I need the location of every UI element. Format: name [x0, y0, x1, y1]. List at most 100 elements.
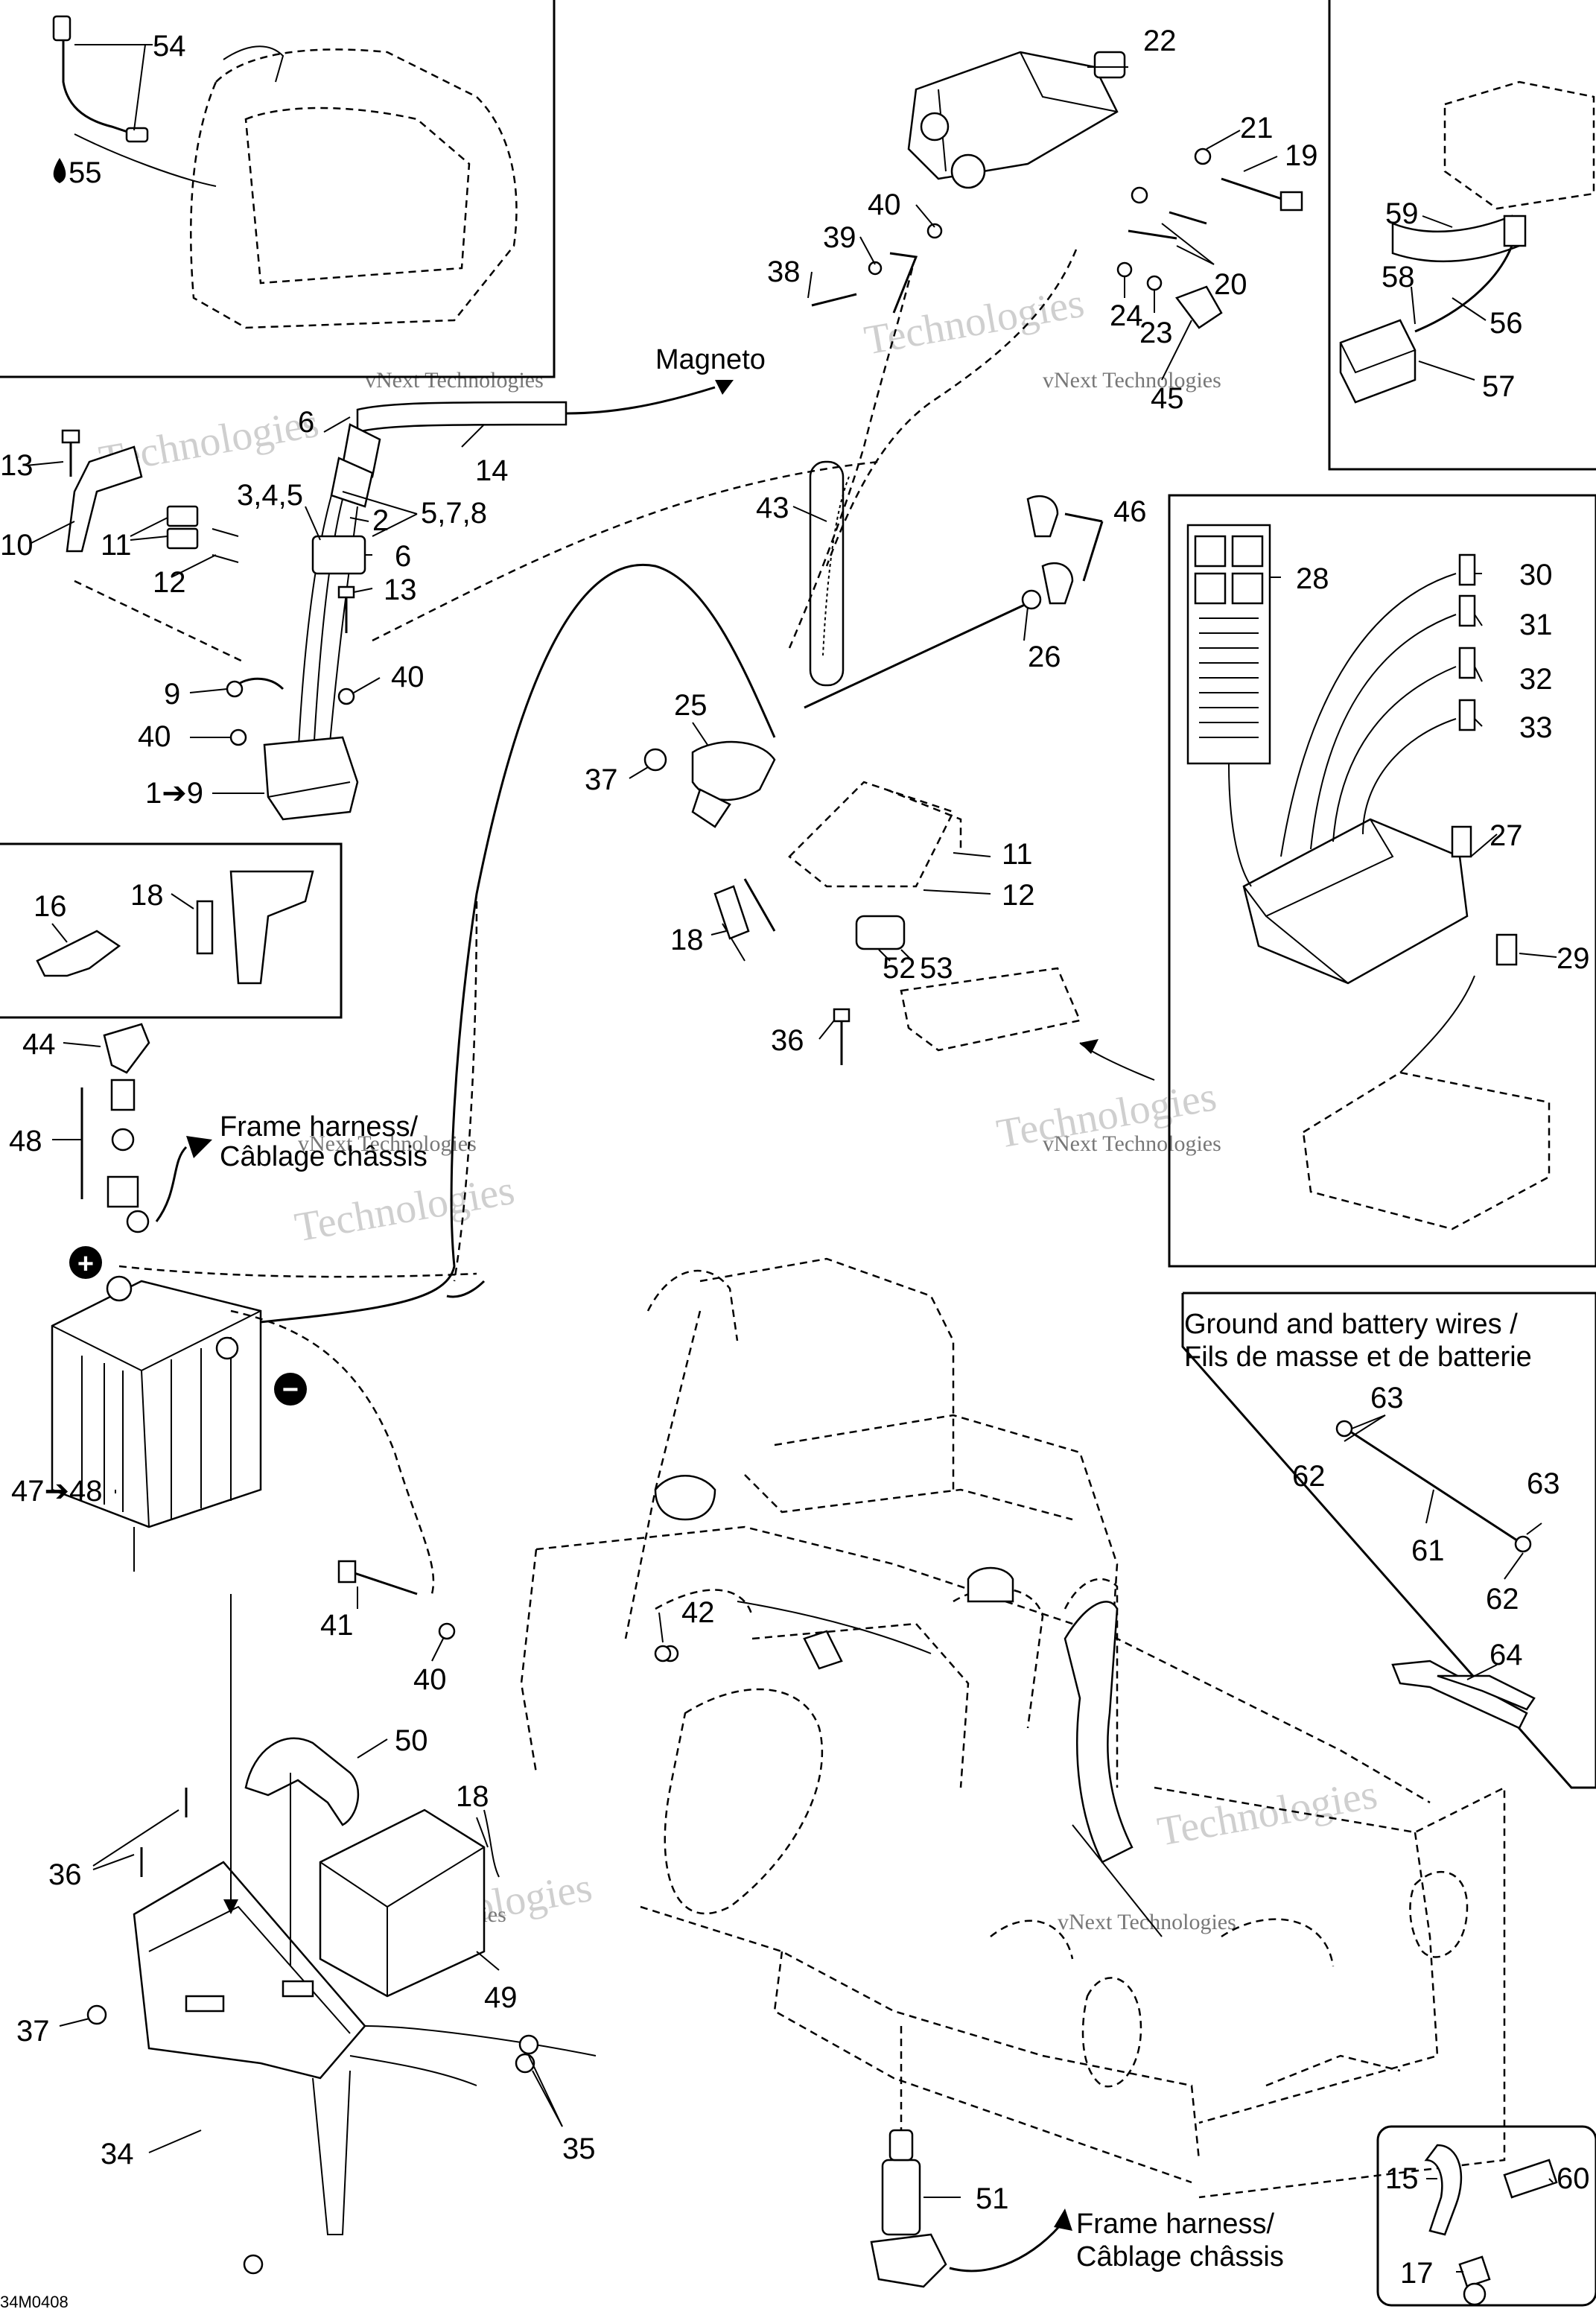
part-labels: 54 55 22 21 19 40 39 38 20 24 23 45 59 5…	[0, 25, 1590, 2290]
part-label: 14	[475, 454, 509, 487]
part-label: 41	[320, 1609, 354, 1642]
magneto-wire	[565, 380, 734, 415]
bracket-10	[61, 429, 239, 563]
part-label: 34	[101, 2138, 134, 2170]
callout-texts: Magneto Frame harness/ Câblage châssis F…	[0, 344, 1532, 2311]
bracket-center	[713, 781, 1081, 1065]
part-label: 52	[883, 952, 916, 985]
part-label: 24	[1110, 299, 1143, 332]
part-label: 30	[1519, 559, 1553, 591]
watermark-text: vNext Technologies	[1058, 1910, 1236, 1934]
part-label: 54	[153, 30, 186, 63]
seat-cover-assembly	[74, 45, 518, 329]
ground-wires-title: Ground and battery wires /	[1184, 1309, 1518, 1340]
part-label: 13	[384, 574, 417, 606]
part-label: 35	[562, 2132, 596, 2165]
part-label: 55	[69, 156, 102, 189]
starter-motor	[907, 51, 1126, 189]
figure-code: 34M0408	[0, 2293, 69, 2311]
part-label: 9	[164, 678, 180, 711]
part-label: 28	[1296, 562, 1329, 595]
part-label: 27	[1490, 819, 1523, 852]
part-label: 40	[138, 720, 171, 753]
part-label: 63	[1370, 1382, 1404, 1414]
clip-inset	[36, 870, 314, 985]
part-label: 37	[585, 763, 618, 796]
leader-lines	[25, 44, 1557, 2273]
frame-harness-callout: Câblage châssis	[1076, 2241, 1284, 2273]
part-label: 36	[771, 1024, 804, 1057]
plus-terminal-sign: +	[77, 1248, 94, 1280]
part-label: 20	[1214, 268, 1247, 301]
part-label: 45	[1151, 382, 1184, 415]
spring-43	[809, 460, 850, 687]
battery-clamp-50	[244, 1737, 360, 1826]
part-label: 32	[1519, 663, 1553, 696]
battery-tray	[86, 1788, 597, 2275]
part-label: 40	[868, 188, 901, 221]
part-label: 31	[1519, 609, 1553, 641]
part-label: 33	[1519, 711, 1553, 744]
part-label: 3,4,5	[237, 479, 303, 512]
part-label: 40	[391, 661, 425, 693]
solenoid-25	[643, 589, 1042, 828]
part-label: 59	[1385, 197, 1419, 230]
part-label: 18	[670, 924, 704, 956]
terminal-parts-44-48	[80, 1023, 212, 1233]
part-label: 63	[1527, 1467, 1560, 1500]
caps-46	[1026, 495, 1104, 605]
part-label: 64	[1490, 1639, 1523, 1671]
part-label: 38	[767, 255, 801, 288]
part-label: 25	[674, 689, 708, 722]
part-label: 46	[1113, 495, 1147, 528]
sensor-54	[52, 15, 149, 143]
frame-harness-callout: Câblage châssis	[220, 1141, 427, 1172]
part-label: 6	[395, 540, 411, 573]
watermark-text: vNext Technologies	[1043, 368, 1221, 393]
watermark-text: Technologies	[1154, 1771, 1381, 1855]
drop-icon	[53, 158, 66, 183]
part-label: 13	[0, 449, 34, 482]
vehicle-frame	[520, 1257, 1506, 2199]
watermark-text: vNext Technologies	[365, 368, 544, 393]
part-label: 56	[1490, 307, 1523, 340]
part-label: 12	[1002, 879, 1035, 912]
part-label: 2	[372, 504, 389, 537]
harness-wires-left	[74, 579, 355, 746]
part-label: 37	[16, 2015, 50, 2048]
part-label: 61	[1411, 1534, 1445, 1567]
fitting-51	[870, 2026, 1072, 2288]
part-label: 11	[101, 529, 132, 562]
fastener-inset	[1424, 2144, 1558, 2306]
part-label: 44	[22, 1028, 56, 1061]
frame-harness-wire	[223, 460, 880, 1327]
part-label: 62	[1486, 1583, 1519, 1616]
part-label: 42	[681, 1596, 715, 1629]
part-label: 50	[395, 1724, 428, 1757]
part-label: 47➔48	[11, 1475, 103, 1508]
part-label: 36	[48, 1858, 82, 1891]
watermark-text: vNext Technologies	[1043, 1131, 1221, 1156]
minus-terminal-sign: −	[282, 1374, 299, 1406]
ground-wire-inset	[1335, 1420, 1536, 1730]
part-label: 29	[1557, 942, 1590, 975]
bolts-washers-top	[811, 147, 1303, 329]
watermark-text: Technologies	[291, 1167, 518, 1251]
bolt-41	[337, 1560, 679, 1662]
part-label: 17	[1400, 2257, 1434, 2290]
part-label: 49	[484, 1981, 518, 2014]
part-label: 16	[34, 890, 67, 923]
part-label: 23	[1139, 317, 1173, 349]
part-label: 19	[1285, 139, 1318, 172]
part-label: 18	[130, 879, 164, 912]
fuse-box-inset	[1079, 524, 1551, 1230]
part-label: 6	[298, 406, 314, 439]
starter-cables	[788, 249, 1078, 649]
frame-harness-callout: Frame harness/	[220, 1111, 419, 1143]
part-label: 26	[1028, 641, 1061, 673]
connector-inset	[1339, 80, 1595, 404]
part-label: 43	[756, 492, 789, 524]
frame-harness-callout: Frame harness/	[1076, 2208, 1275, 2240]
